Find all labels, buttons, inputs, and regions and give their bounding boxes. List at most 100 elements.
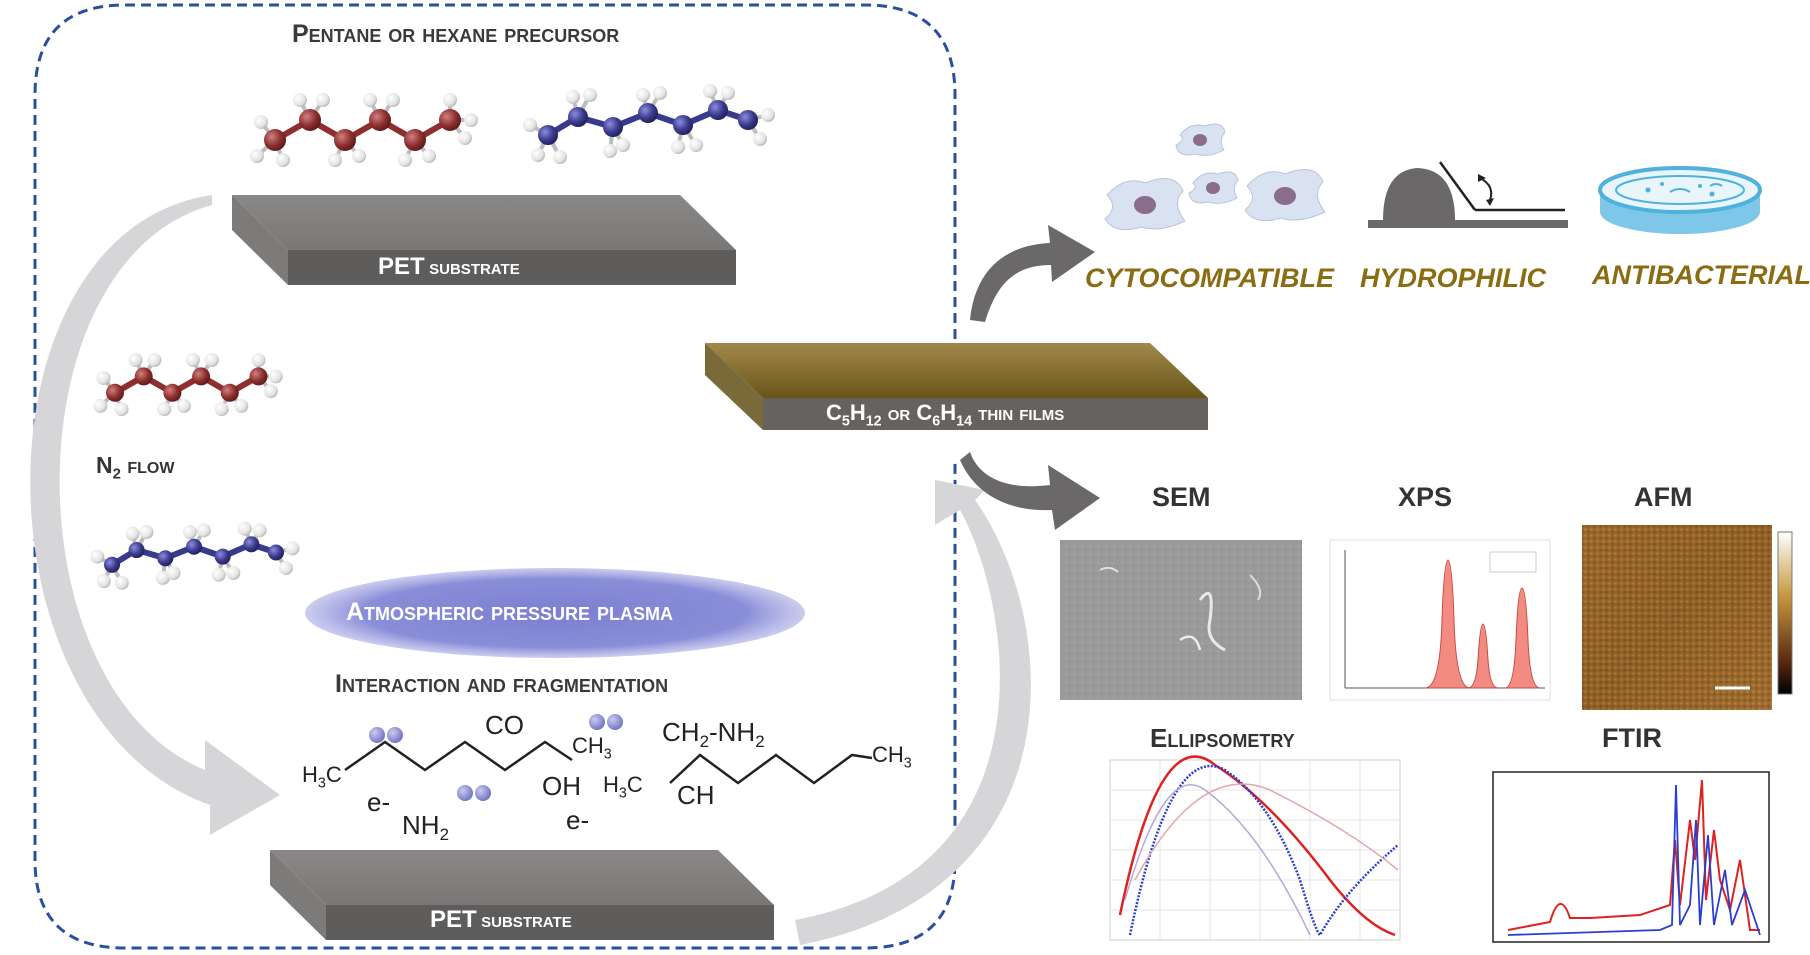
- hydrogen-atom: [226, 566, 241, 580]
- hydrogen-atom: [251, 353, 266, 367]
- n2-flow-rest: flow: [127, 452, 175, 478]
- fragment-h3c-left: H3C: [302, 762, 342, 791]
- char-sem-title: SEM: [1152, 482, 1211, 512]
- substrate-top-label: PET substrate: [378, 253, 520, 281]
- carbon-atom: [369, 109, 391, 131]
- ellipsometry-chart: [1109, 755, 1401, 941]
- char-ftir-title: FTIR: [1602, 723, 1662, 753]
- frag-ch3-right-sub: 3: [903, 755, 912, 772]
- petri-dish-icon: [1598, 166, 1762, 234]
- plasma-label: Atmospheric pressure plasma: [346, 598, 673, 626]
- fragment-oh: OH: [542, 771, 581, 801]
- hydrogen-atom: [237, 521, 252, 536]
- hydrogen-atom: [114, 575, 129, 590]
- hydrogen-atom: [753, 132, 767, 146]
- xps-peak-o1s: [1504, 587, 1541, 689]
- droplet-contact-angle-icon: [1368, 161, 1568, 228]
- carbon-atom: [186, 538, 202, 555]
- carbon-atom: [264, 129, 286, 151]
- n2-molecule-3: [589, 714, 623, 730]
- hydrogen-atom: [523, 118, 537, 132]
- frag-h3c-left-h: H: [302, 762, 318, 787]
- hydrogen-atom: [196, 523, 211, 538]
- carbon-atom: [268, 544, 284, 561]
- fragment-ch2nh2: CH2-NH2: [662, 717, 765, 752]
- hydrogen-atom: [204, 353, 219, 367]
- carbon-atom: [538, 125, 558, 145]
- hydrogen-atom: [93, 398, 108, 413]
- hydrogen-atom: [157, 402, 172, 417]
- fragment-ch: CH: [677, 780, 715, 810]
- fragmentation-title: Interaction and fragmentation: [335, 670, 669, 698]
- n2-flow-n: N: [96, 452, 113, 478]
- hydrogen-atom: [689, 138, 703, 152]
- carbon-atom: [157, 550, 174, 567]
- carbon-atom: [673, 115, 693, 135]
- frag-ch3-right-ch: CH: [872, 742, 904, 767]
- substrate-top-main: PET: [378, 253, 425, 280]
- hydrogen-atom: [139, 525, 154, 539]
- fragment-h3c-right: H3C: [603, 772, 643, 801]
- precursor-title: Pentane or hexane precursor: [292, 20, 620, 48]
- hydrogen-atom: [458, 131, 472, 145]
- hydrogen-atom: [603, 144, 617, 158]
- carbon-atom: [708, 100, 728, 120]
- frag-h3c-right-h: H: [603, 772, 619, 797]
- hydrogen-atom: [176, 398, 191, 413]
- carbon-atom: [404, 129, 426, 151]
- ftir-chart: [1492, 771, 1770, 943]
- ftir-curve-blue: [1507, 784, 1761, 936]
- hydrogen-atom: [363, 93, 377, 107]
- hydrogen-atom: [254, 115, 268, 129]
- frag-ch2nh2-sub2: 2: [755, 732, 765, 752]
- ellipsometry-curve-blue: [1128, 764, 1399, 938]
- hydrogen-atom: [147, 353, 162, 367]
- frag-ch3-left-sub: 3: [603, 746, 612, 763]
- fragment-nh2: NH2: [402, 810, 449, 845]
- carbon-atom: [299, 109, 321, 131]
- hydrogen-atom: [125, 526, 140, 541]
- hydrogen-atom: [316, 93, 330, 107]
- xps-chart: [1329, 539, 1551, 701]
- hydrogen-atom: [278, 561, 293, 576]
- cell-icons: [1104, 123, 1326, 231]
- ellipsometry-curve-fit: [1124, 784, 1311, 936]
- hydrogen-atom: [352, 149, 366, 163]
- hydrogen-atom: [328, 153, 342, 167]
- carbon-atom: [249, 367, 268, 386]
- hydrogen-atom: [250, 149, 264, 163]
- tf-h12-sub: 12: [865, 413, 882, 430]
- hydrogen-atom: [671, 140, 685, 154]
- n2-molecule-2: [457, 785, 491, 801]
- hydrogen-atom: [128, 353, 143, 367]
- hydrogen-atom: [263, 384, 278, 399]
- carbon-atom: [128, 542, 145, 559]
- carbon-atom: [568, 107, 588, 127]
- frag-ch3-left-ch: CH: [572, 733, 604, 758]
- hydrogen-atom: [252, 523, 267, 538]
- fragment-chain-left: [344, 740, 573, 772]
- carbon-atom: [603, 117, 623, 137]
- carbon-atom: [134, 367, 153, 386]
- ftir-curve-red: [1507, 779, 1760, 931]
- hydrogen-atom: [182, 525, 197, 539]
- hydrogen-atom: [90, 549, 105, 564]
- char-xps-title: XPS: [1398, 482, 1453, 512]
- fragment-e2: e-: [566, 805, 590, 835]
- frag-ch2nh2-ch: CH: [662, 717, 700, 747]
- tf-h14-sub: 14: [956, 413, 973, 430]
- frag-ch2nh2-sub: 2: [699, 732, 709, 752]
- hydrogen-atom: [566, 90, 580, 104]
- hydrogen-atom: [443, 93, 457, 107]
- fragment-e1: e-: [367, 787, 391, 817]
- hexane-molecule-mid: [90, 521, 300, 590]
- substrate-bottom-suffix: substrate: [481, 907, 572, 932]
- n2-flow-sub: 2: [112, 465, 121, 483]
- carbon-atom: [163, 383, 182, 402]
- hydrogen-atom: [166, 566, 181, 580]
- hydrogen-atom: [721, 86, 735, 100]
- thin-film-label: C5H12 or C6H14 thin films: [826, 400, 1064, 429]
- carbon-atom: [738, 110, 758, 130]
- hydrogen-atom: [234, 398, 249, 413]
- hydrogen-atom: [214, 402, 229, 417]
